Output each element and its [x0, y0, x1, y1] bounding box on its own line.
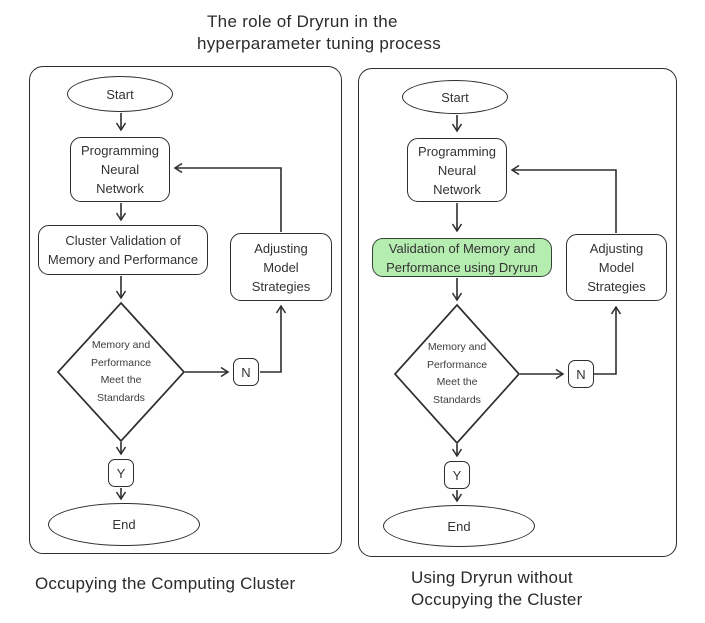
node-programming-left: Programming Neural Network — [70, 137, 170, 202]
node-no-right: N — [568, 360, 594, 388]
node-yes-right: Y — [444, 461, 470, 489]
node-validation-dryrun-right: Validation of Memory and Performance usi… — [372, 238, 552, 277]
decision-label-right: Memory and Performance Meet the Standard… — [426, 341, 488, 406]
node-end-left: End — [48, 503, 200, 546]
node-adjusting-left: Adjusting Model Strategies — [230, 233, 332, 301]
node-adjusting-right: Adjusting Model Strategies — [566, 234, 667, 301]
node-validation-left: Cluster Validation of Memory and Perform… — [38, 225, 208, 275]
node-start-left: Start — [67, 76, 173, 112]
diagram-title-line2: hyperparameter tuning process — [197, 34, 441, 53]
panel-left — [29, 66, 342, 554]
caption-right: Using Dryrun without Occupying the Clust… — [411, 568, 583, 609]
node-no-left: N — [233, 358, 259, 386]
panel-right — [358, 68, 677, 557]
node-yes-left: Y — [108, 459, 134, 487]
node-programming-right: Programming Neural Network — [407, 138, 507, 202]
decision-label-left: Memory and Performance Meet the Standard… — [90, 339, 152, 404]
node-end-right: End — [383, 505, 535, 547]
diagram-title-line1: The role of Dryrun in the — [207, 12, 398, 31]
node-start-right: Start — [402, 80, 508, 114]
caption-left: Occupying the Computing Cluster — [35, 574, 296, 593]
